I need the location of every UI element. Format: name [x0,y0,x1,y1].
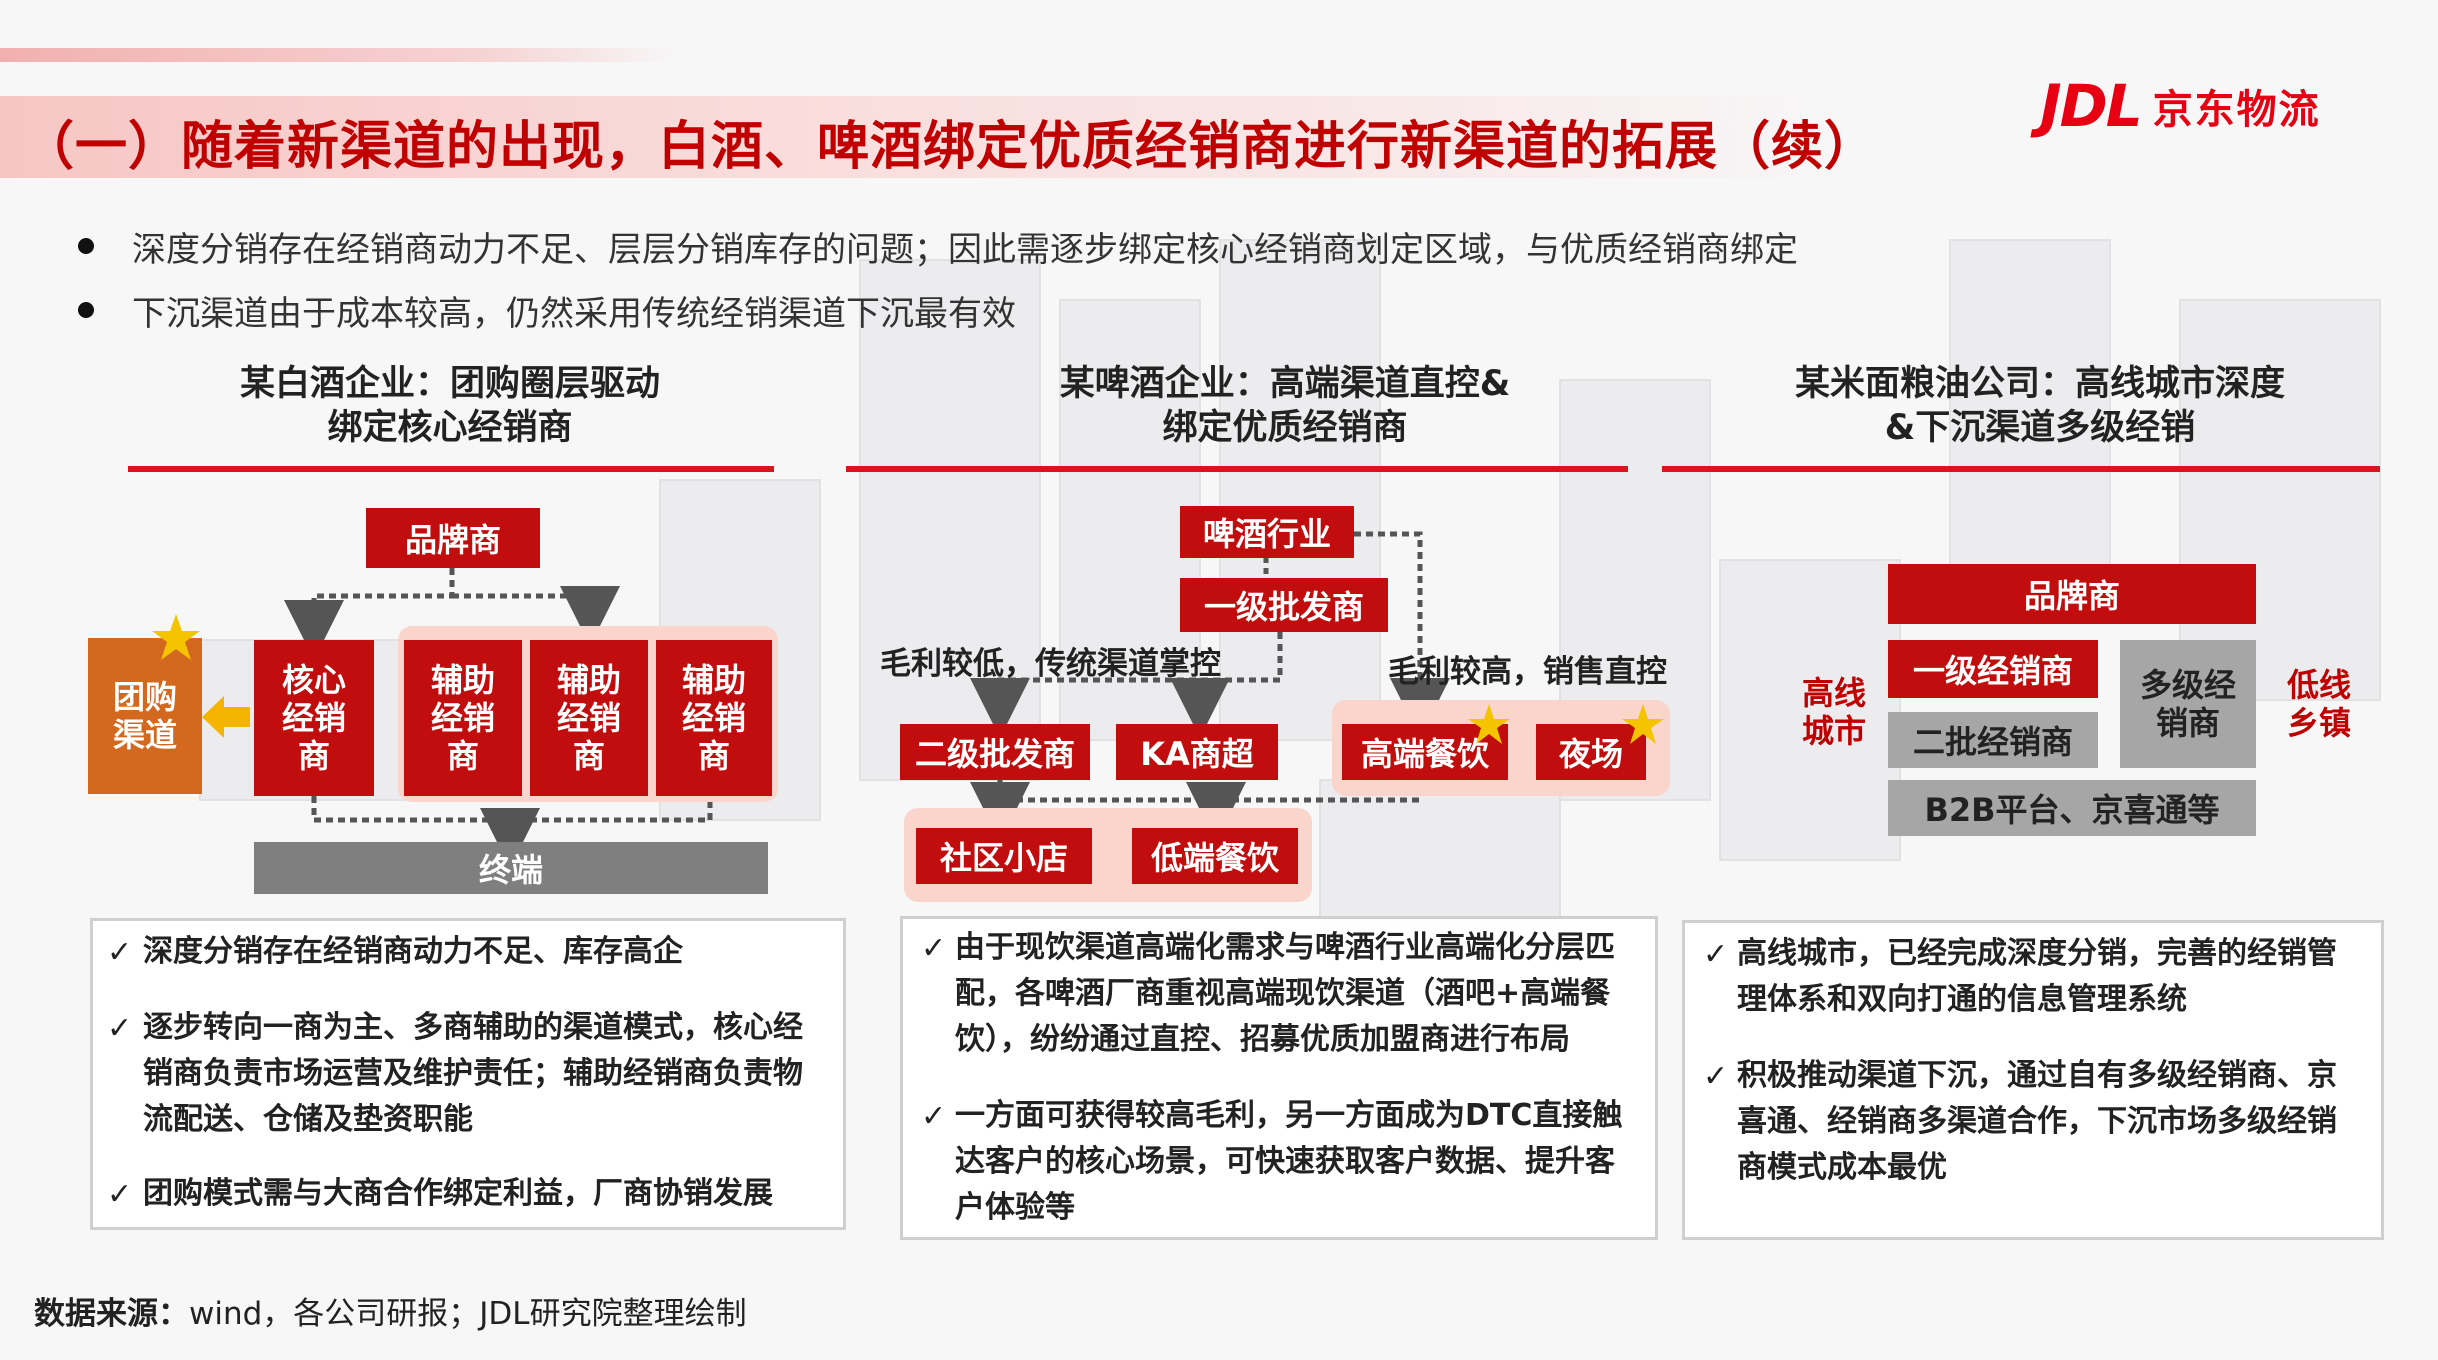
col2-ka-box: KA商超 [1116,724,1278,780]
col3-heading: 某米面粮油公司：高线城市深度&下沉渠道多级经销 [1794,364,2285,448]
col2-points-panel: ✓ 由于现饮渠道高端化需求与啤酒行业高端化分层匹 配，各啤酒厂商重视高端现饮渠道… [900,916,1658,1240]
col1-core-dealer-box: 核心 经销 商 [254,640,374,796]
col3-b2b-box: B2B平台、京喜通等 [1888,780,2256,836]
page-title: （一）随着新渠道的出现，白酒、啤酒绑定优质经销商进行新渠道的拓展（续） [22,117,1878,177]
col2-point: 一方面可获得较高毛利，另一方面成为DTC直接触 达客户的核心场景，可快速获取客户… [955,1098,1623,1225]
col1-point: 深度分销存在经销商动力不足、库存高企 [143,934,683,969]
star-icon [1622,704,1664,744]
col1-point: 逐步转向一商为主、多商辅助的渠道模式，核心经 销商负责市场运营及维护责任；辅助经… [143,1010,803,1137]
col3-points-panel: ✓ 高线城市，已经完成深度分销，完善的经销管 理体系和双向打通的信息管理系统 ✓… [1682,920,2384,1240]
col1-aux-dealer-box-3: 辅助 经销 商 [656,640,772,796]
col2-divider [846,466,1628,472]
col2-wholesale2-box: 二级批发商 [900,724,1090,780]
col1-points-panel: ✓ 深度分销存在经销商动力不足、库存高企 ✓ 逐步转向一商为主、多商辅助的渠道模… [90,918,846,1230]
col1-point: 团购模式需与大商合作绑定利益，厂商协销发展 [143,1176,773,1211]
checkmark-icon: ✓ [1703,1059,1729,1094]
arrow-left-icon [202,696,250,738]
col2-nightclub-box: 夜场 [1536,724,1646,780]
star-icon [1468,704,1510,744]
checkmark-icon: ✓ [107,935,133,970]
checkmark-icon: ✓ [1703,937,1729,972]
col2-heading: 某啤酒企业：高端渠道直控&绑定优质经销商 [1059,364,1511,448]
bullet-dot-icon [78,238,94,254]
top-accent-bar [0,48,680,62]
col2-community-store-box: 社区小店 [916,828,1092,884]
col1-aux-dealer-box-2: 辅助 经销 商 [530,640,648,796]
jdl-logo: JDL 京东物流 [2040,72,2321,140]
col2-point: 由于现饮渠道高端化需求与啤酒行业高端化分层匹 配，各啤酒厂商重视高端现饮渠道（酒… [955,930,1615,1057]
col1-group-channel-box: 团购 渠道 [88,638,202,794]
intro-bullets: 深度分销存在经销商动力不足、层层分销库存的问题；因此需逐步绑定核心经销商划定区域… [78,214,1798,342]
col2-beer-industry-box: 啤酒行业 [1180,506,1354,558]
col1-brand-box: 品牌商 [366,508,540,568]
col3-multilevel-dealer-box: 多级经 销商 [2120,640,2256,768]
checkmark-icon: ✓ [107,1011,133,1046]
bullet-item: 深度分销存在经销商动力不足、层层分销库存的问题；因此需逐步绑定核心经销商划定区域… [78,214,1798,278]
col1-terminal-box: 终端 [254,842,768,894]
checkmark-icon: ✓ [107,1177,133,1212]
col3-first-dealer-box: 一级经销商 [1888,640,2098,698]
logo-name: 京东物流 [2152,87,2321,133]
col1-aux-dealer-box-1: 辅助 经销 商 [404,640,522,796]
col3-point: 积极推动渠道下沉，通过自有多级经销商、京 喜通、经销商多渠道合作，下沉市场多级经… [1737,1058,2337,1185]
col3-point: 高线城市，已经完成深度分销，完善的经销管 理体系和双向打通的信息管理系统 [1737,936,2337,1017]
col2-note-left: 毛利较低，传统渠道掌控 [880,646,1221,682]
col2-wholesale1-box: 一级批发商 [1180,578,1388,632]
bullet-item: 下沉渠道由于成本较高，仍然采用传统经销渠道下沉最有效 [78,278,1798,342]
logo-mark: JDL [2040,72,2143,140]
col2-lowend-dining-box: 低端餐饮 [1132,828,1298,884]
star-icon [152,614,200,660]
col3-brand-box: 品牌商 [1888,564,2256,624]
checkmark-icon: ✓ [921,1099,947,1134]
col3-high-tier-city-label: 高线 城市 [1801,674,1866,750]
col2-note-right: 毛利较高，销售直控 [1388,654,1667,690]
checkmark-icon: ✓ [921,931,947,966]
source-footer: 数据来源：wind，各公司研报；JDL研究院整理绘制 [34,1296,747,1332]
bullet-dot-icon [78,302,94,318]
col3-second-dealer-box: 二批经销商 [1888,712,2098,768]
title-band [0,96,1850,178]
col3-low-tier-town-label: 低线 乡镇 [2286,666,2351,742]
col3-divider [1662,466,2380,472]
col1-heading: 某白酒企业：团购圈层驱动绑定核心经销商 [239,364,660,448]
col1-divider [128,466,774,472]
